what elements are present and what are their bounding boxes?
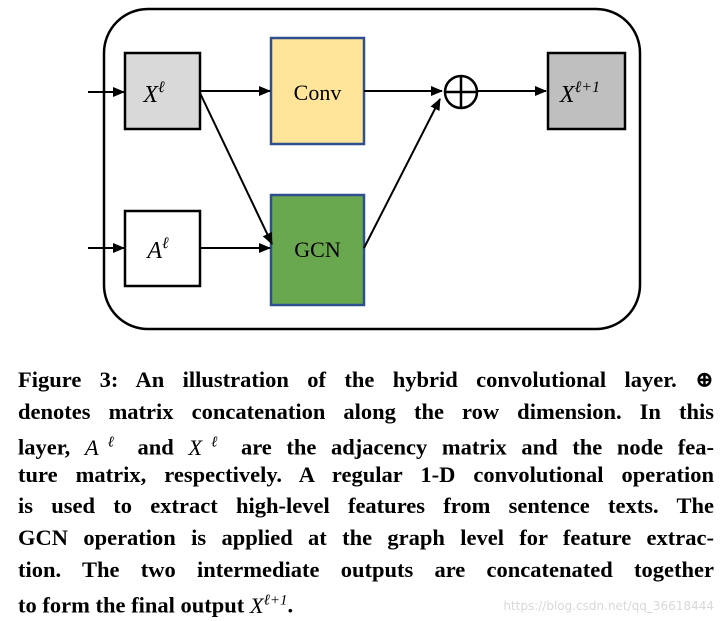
caption-line-7: tion. The two intermediate outputs are c… <box>18 556 714 582</box>
caption-line-3-b: and <box>122 434 189 460</box>
caption-math-xout-base: X <box>249 592 264 618</box>
hybrid-layer-diagram: Xℓ Aℓ Conv GCN Xℓ+1 <box>88 7 642 331</box>
x-output-node: Xℓ+1 <box>546 51 627 131</box>
caption-line-8-b: . <box>287 592 294 618</box>
caption-math-a: Aℓ <box>84 434 123 460</box>
x-input-label: X <box>142 82 159 108</box>
caption-math-x: Xℓ <box>188 434 227 460</box>
caption-math-a-sup: ℓ <box>98 434 123 451</box>
caption-line-8-a: to form the final output <box>18 592 250 618</box>
caption-line-5: is used to extract high-level features f… <box>18 493 714 519</box>
layer-container <box>102 7 642 331</box>
caption-line-3-a: layer, <box>18 434 85 460</box>
x-output-sup: ℓ+1 <box>575 79 600 96</box>
x-to-gcn-arrow <box>199 92 273 245</box>
caption-math-xout: Xℓ+1 <box>249 592 288 618</box>
a-input-sup: ℓ <box>162 235 169 252</box>
svg-text:Xℓ: Xℓ <box>142 79 165 108</box>
caption-line-4: ture matrix, respectively. A regular 1-D… <box>18 461 714 487</box>
watermark-text: https://blog.csdn.net/qq_36618444 <box>503 599 714 613</box>
caption-math-x-base: X <box>188 434 203 460</box>
caption-line-6: GCN operation is applied at the graph le… <box>18 524 714 550</box>
concat-operator <box>443 74 479 110</box>
figure-caption: Figure 3: An illustration of the hybrid … <box>18 364 714 618</box>
x-output-label: X <box>559 82 576 108</box>
a-input-node: Aℓ <box>123 209 202 288</box>
caption-math-x-sup: ℓ <box>202 434 227 451</box>
gcn-to-concat-arrow <box>363 98 441 249</box>
a-input-label: A <box>145 238 162 264</box>
caption-line-8: to form the final output Xℓ+1. <box>18 585 714 618</box>
gcn-node: GCN <box>269 193 366 307</box>
caption-math-xout-sup: ℓ+1 <box>263 592 288 609</box>
svg-text:Aℓ: Aℓ <box>145 235 169 264</box>
conv-node: Conv <box>269 36 366 146</box>
caption-line-3: layer, Aℓ and Xℓ are the adjacency matri… <box>18 427 714 460</box>
x-input-sup: ℓ <box>158 79 165 96</box>
svg-text:Xℓ+1: Xℓ+1 <box>559 79 600 108</box>
gcn-label: GCN <box>294 237 341 262</box>
caption-line-2: denotes matrix concatenation along the r… <box>18 398 714 424</box>
caption-line-3-c: are the adjacency matrix and the node fe… <box>226 434 714 460</box>
x-input-node: Xℓ <box>123 51 202 131</box>
caption-math-a-base: A <box>84 434 99 460</box>
conv-label: Conv <box>294 80 342 105</box>
caption-line-1: Figure 3: An illustration of the hybrid … <box>18 367 714 392</box>
